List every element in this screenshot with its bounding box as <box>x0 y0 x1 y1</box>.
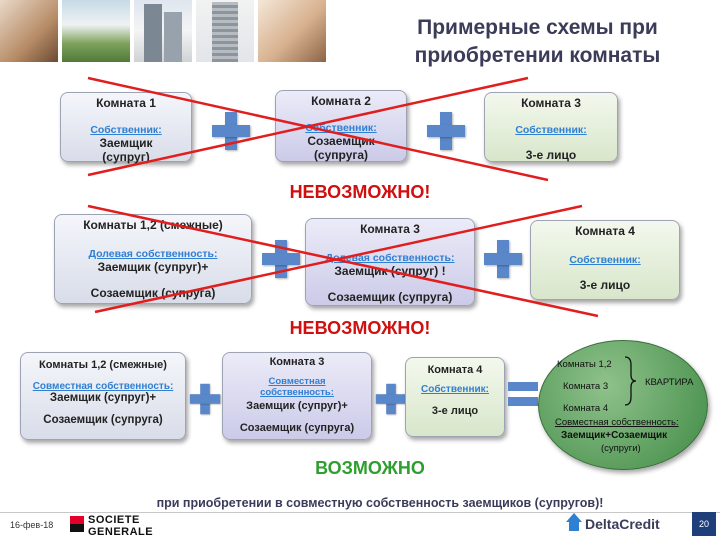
row3-room4-box: Комната 4 Собственник: 3-е лицо <box>405 357 505 437</box>
row1-room2-who2: (супруга) <box>313 148 369 162</box>
row2-room3-head: Комната 3 <box>360 222 420 236</box>
result-owner: Совместная собственность: <box>555 417 679 428</box>
row1-room3-box: Комната 3 Собственник: 3-е лицо <box>484 92 618 162</box>
row1-room3-owner: Собственник: <box>515 124 587 136</box>
row1-cross-line-2 <box>87 76 529 177</box>
row2-room4-owner: Собственник: <box>569 254 641 266</box>
row1-plus-icon-1 <box>212 112 250 150</box>
footer-bank-line-2: GENERALE <box>88 526 154 538</box>
row1-room1-head: Комната 1 <box>96 96 156 110</box>
row1-room2-box: Комната 2 Собственник: Созаемщик (супруг… <box>275 90 407 162</box>
row2-cross-line-2 <box>94 204 583 314</box>
row2-cross-line-1 <box>87 204 599 318</box>
row3-room12-owner: Совместная собственность: <box>32 381 174 392</box>
row1-room3-who1: 3-е лицо <box>525 148 577 162</box>
row1-verdict: НЕВОЗМОЖНО! <box>289 182 431 202</box>
societe-generale-logo-icon <box>70 516 84 532</box>
row1-room1-who1: Заемщик <box>99 136 153 150</box>
row3-equals-icon <box>508 382 538 406</box>
row1-room1-who2: (супруг) <box>102 150 150 164</box>
row3-room3-who2: Созаемщик (супруга) <box>239 422 355 434</box>
row3-room4-head: Комната 4 <box>427 364 483 376</box>
row3-verdict: ВОЗМОЖНО <box>315 458 425 478</box>
result-apartment-circle: Комнаты 1,2 Комната 3 Комната 4 КВАРТИРА… <box>538 340 708 470</box>
header-photo-operator <box>0 0 58 62</box>
result-who2: (супруги) <box>601 443 641 454</box>
footer-bank-line-1: SOCIETE <box>88 514 140 526</box>
row3-room3-owner: Совместная собственность: <box>260 376 334 398</box>
row1-plus-icon-2 <box>427 112 465 150</box>
footer-date: 16-фев-18 <box>10 520 54 530</box>
row3-room4-who1: 3-е лицо <box>431 405 479 417</box>
header-photo-tower <box>196 0 254 62</box>
result-brace-icon <box>624 356 637 406</box>
row3-plus-icon-1 <box>189 383 221 415</box>
row1-cross-line-1 <box>87 76 549 182</box>
row1-room2-head: Комната 2 <box>311 94 371 108</box>
row2-room12-owner: Долевая собственность: <box>88 248 218 260</box>
row2-room3-who2: Созаемщик (супруга) <box>327 290 453 304</box>
row2-room4-who1: 3-е лицо <box>579 278 631 292</box>
row2-room12-box: Комнаты 1,2 (смежные) Долевая собственно… <box>54 214 252 304</box>
result-who1: Заемщик+Созаемщик <box>561 430 668 441</box>
row2-plus-icon-2 <box>484 240 522 278</box>
row2-room12-who2: Созаемщик (супруга) <box>90 286 216 300</box>
row3-room3-head: Комната 3 <box>269 356 325 368</box>
row1-room1-box: Комната 1 Собственник: Заемщик (супруг) <box>60 92 192 164</box>
row3-room12-who2: Созаемщик (супруга) <box>43 414 163 426</box>
row2-room4-head: Комната 4 <box>575 224 635 238</box>
row1-room3-head: Комната 3 <box>521 96 581 110</box>
deltacredit-logo-icon <box>566 513 582 531</box>
row3-room3-who1: Заемщик (супруг)+ <box>246 400 348 412</box>
row2-verdict: НЕВОЗМОЖНО! <box>289 318 431 338</box>
row1-room1-owner: Собственник: <box>90 124 162 136</box>
row3-room3-box: Комната 3 Совместная собственность: Заем… <box>222 352 372 440</box>
header-photo-family <box>258 0 326 62</box>
row3-note: при приобретении в совместную собственно… <box>156 496 604 510</box>
row3-plus-icon-2 <box>375 383 407 415</box>
result-rooms12: Комнаты 1,2 <box>557 359 612 370</box>
row3-room4-owner: Собственник: <box>421 384 489 395</box>
row3-room12-head: Комнаты 1,2 (смежные) <box>39 359 167 371</box>
page-title: Примерные схемы при приобретении комнаты <box>380 14 695 70</box>
row2-room4-box: Комната 4 Собственник: 3-е лицо <box>530 220 680 300</box>
result-room4: Комната 4 <box>563 403 609 414</box>
footer-page-number-text: 20 <box>698 519 709 529</box>
row3-room12-box: Комнаты 1,2 (смежные) Совместная собстве… <box>20 352 186 440</box>
footer-brand: DeltaCredit <box>585 516 660 532</box>
row2-room12-who1: Заемщик (супруг)+ <box>97 260 209 274</box>
page-title-line-1: Примерные схемы при <box>417 16 658 39</box>
footer-page-number: 20 <box>692 512 716 536</box>
result-room3: Комната 3 <box>563 381 609 392</box>
row2-room3-box: Комната 3 Долевая собственность: Заемщик… <box>305 218 475 306</box>
header-photo-building <box>134 0 192 62</box>
page-title-line-2: приобретении комнаты <box>414 44 661 67</box>
footer-divider <box>0 512 720 513</box>
header-photo-house <box>62 0 130 62</box>
result-flat-label: КВАРТИРА <box>645 377 694 388</box>
row3-room12-who1: Заемщик (супруг)+ <box>49 392 157 404</box>
